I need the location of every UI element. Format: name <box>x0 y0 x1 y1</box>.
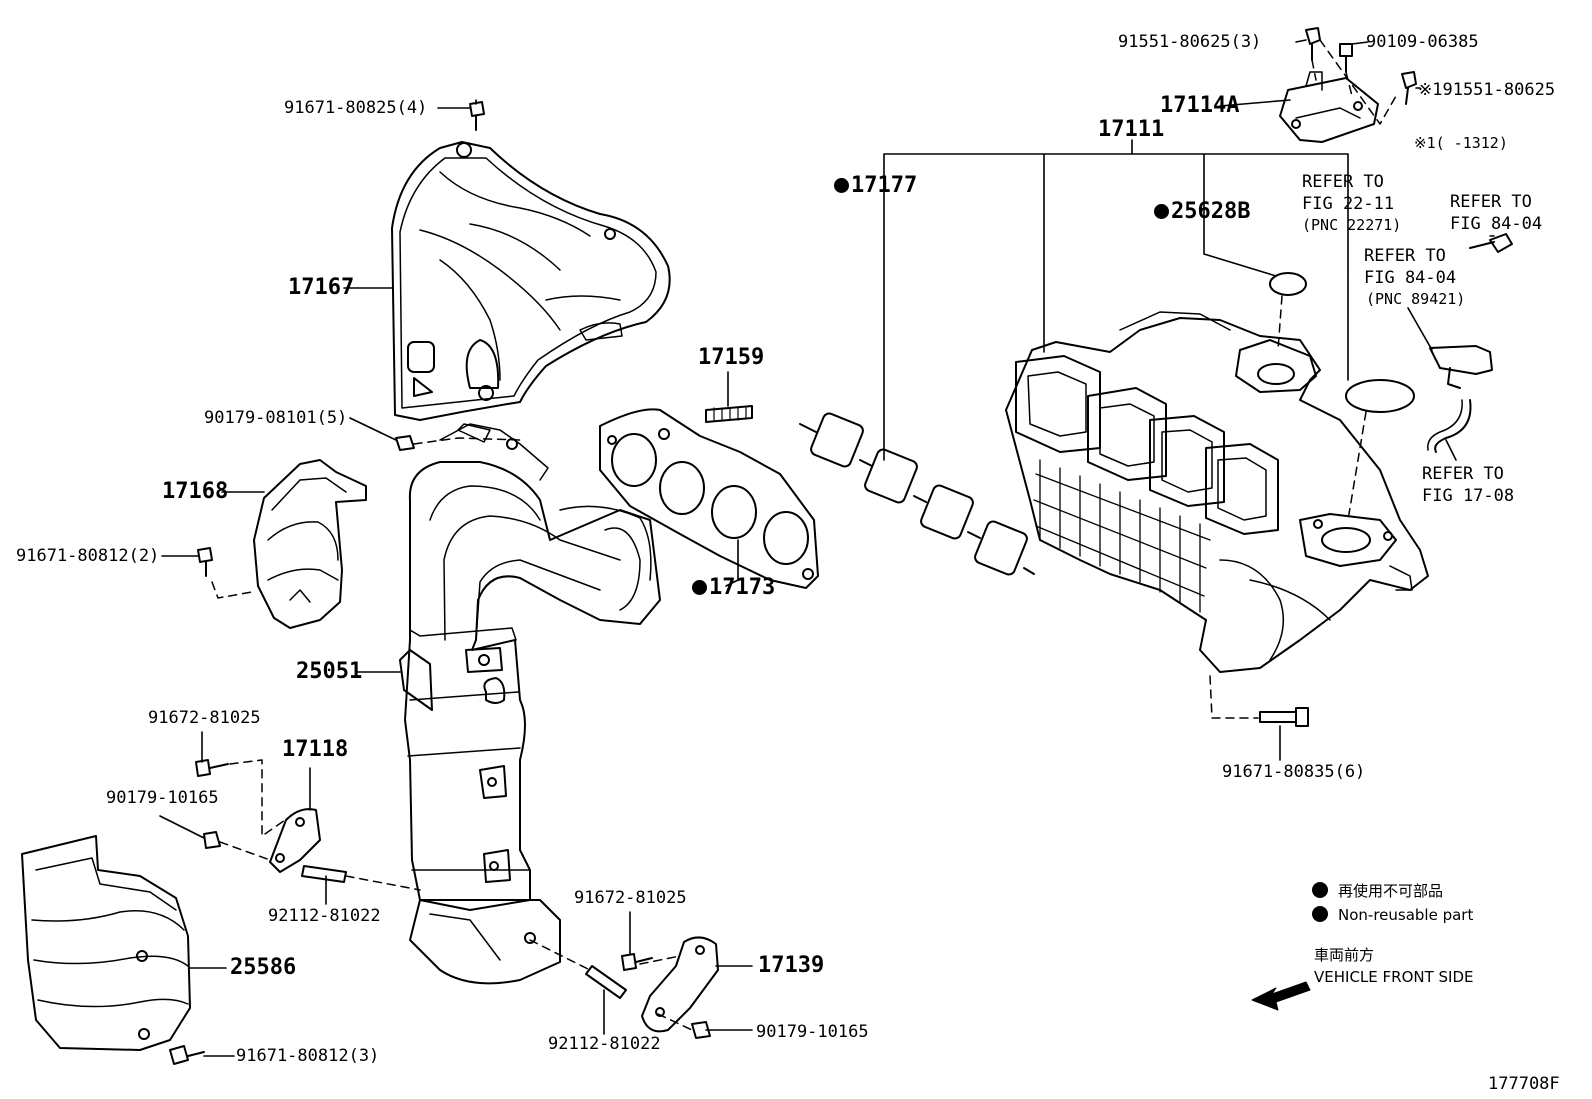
label-92112-81022-b: 92112-81022 <box>548 1034 661 1054</box>
label-1312: ※1( -1312) <box>1414 134 1508 152</box>
bolt-91551-80625-3 <box>1305 27 1321 61</box>
o-ring-intake <box>1345 379 1415 413</box>
label-91671-80812-3: 91671-80812(3) <box>236 1046 380 1066</box>
stud-92112-81022-a <box>301 865 347 883</box>
label-17111: 17111 <box>1098 117 1165 142</box>
label-17168: 17168 <box>162 479 229 504</box>
bolt-91671-80812-2 <box>197 547 213 577</box>
label-17139: 17139 <box>758 953 825 978</box>
refer-fig-84-04-mid-line1: REFER TO <box>1364 246 1446 266</box>
legend-jp: 再使用不可部品 <box>1312 880 1443 901</box>
refer-fig-84-04-mid-line3: (PNC 89421) <box>1366 290 1466 308</box>
bolt-91671-80812-3 <box>169 1045 205 1065</box>
legend-dot-icon <box>1312 882 1328 898</box>
refer-fig-84-04-top-line2: FIG 84-04 <box>1450 214 1543 234</box>
label-17167: 17167 <box>288 275 355 300</box>
bolt-91671-80825-4 <box>469 101 485 131</box>
bolt-90109-06385 <box>1339 43 1353 73</box>
label-91671-80812-2: 91671-80812(2) <box>16 546 160 566</box>
label-91672-81025-b: 91672-81025 <box>574 888 687 908</box>
label-25586: 25586 <box>230 955 297 980</box>
stud-92112-81022-b <box>585 965 627 999</box>
non-reusable-dot-icon <box>1154 204 1169 219</box>
heat-insulator-17168 <box>253 459 367 629</box>
label-17114A: 17114A <box>1160 93 1240 118</box>
label-90179-10165-a: 90179-10165 <box>106 788 219 808</box>
label-25051: 25051 <box>296 659 363 684</box>
refer-fig-17-08-line1: REFER TO <box>1422 464 1504 484</box>
nut-90179-10165-b <box>691 1021 711 1039</box>
legend-en: Non-reusable part <box>1312 906 1473 924</box>
legend-dot-icon <box>1312 906 1328 922</box>
refer-fig-17-08-line2: FIG 17-08 <box>1422 486 1515 506</box>
nut-90179-08101 <box>395 435 415 451</box>
exhaust-manifold-25051 <box>399 423 661 985</box>
label-17177: 17177 <box>834 174 917 198</box>
bolt-91672-81025-a <box>195 759 229 777</box>
label-17173: 17173 <box>692 576 775 600</box>
figure-id: 177708F <box>1488 1074 1560 1094</box>
non-reusable-dot-icon <box>692 580 707 595</box>
heat-insulator-17167 <box>391 141 671 421</box>
label-191551-80625: ※191551-80625 <box>1418 80 1556 100</box>
leader-lines <box>159 39 1495 1057</box>
dashed-lines <box>211 39 1397 1031</box>
refer-fig-84-04-top-line1: REFER TO <box>1450 192 1532 212</box>
sensor-bracket <box>1427 345 1493 453</box>
refer-fig-22-11-line1: REFER TO <box>1302 172 1384 192</box>
vehicle-front-arrow-icon <box>1251 981 1311 1011</box>
refer-fig-22-11-line3: (PNC 22271) <box>1302 216 1402 234</box>
bracket-17139 <box>641 936 719 1033</box>
refer-fig-84-04-mid-line2: FIG 84-04 <box>1364 268 1457 288</box>
label-17118: 17118 <box>282 737 349 762</box>
label-91671-80825-4: 91671-80825(4) <box>284 98 428 118</box>
label-25628B: 25628B <box>1154 200 1250 224</box>
refer-fig-22-11-line2: FIG 22-11 <box>1302 194 1395 214</box>
o-ring-25628B <box>1269 272 1307 296</box>
label-91671-80835-6: 91671-80835(6) <box>1222 762 1366 782</box>
label-91672-81025-a: 91672-81025 <box>148 708 261 728</box>
label-91551-80625-3: 91551-80625(3) <box>1118 32 1262 52</box>
intake-gaskets-17177 <box>799 412 1035 576</box>
vehicle-front-en: VEHICLE FRONT SIDE <box>1314 968 1474 986</box>
label-92112-81022-a: 92112-81022 <box>268 906 381 926</box>
stud-17159 <box>705 405 753 423</box>
intake-manifold-17111 <box>1005 311 1429 673</box>
cover-17114A <box>1279 71 1379 143</box>
nut-90179-10165-a <box>203 831 221 849</box>
bolt-91671-80835-6 <box>1259 707 1309 727</box>
label-90109-06385: 90109-06385 <box>1366 32 1479 52</box>
label-90179-10165-b: 90179-10165 <box>756 1022 869 1042</box>
label-90179-08101-5: 90179-08101(5) <box>204 408 348 428</box>
heat-insulator-25586 <box>21 835 191 1051</box>
non-reusable-dot-icon <box>834 178 849 193</box>
vehicle-front-jp: 車両前方 <box>1314 946 1375 964</box>
label-17159: 17159 <box>698 345 765 370</box>
manifold-gasket-17173 <box>599 408 819 589</box>
bolt-191551-80625 <box>1401 71 1417 105</box>
bracket-17118 <box>269 808 321 873</box>
bolt-84-04 <box>1469 233 1513 253</box>
